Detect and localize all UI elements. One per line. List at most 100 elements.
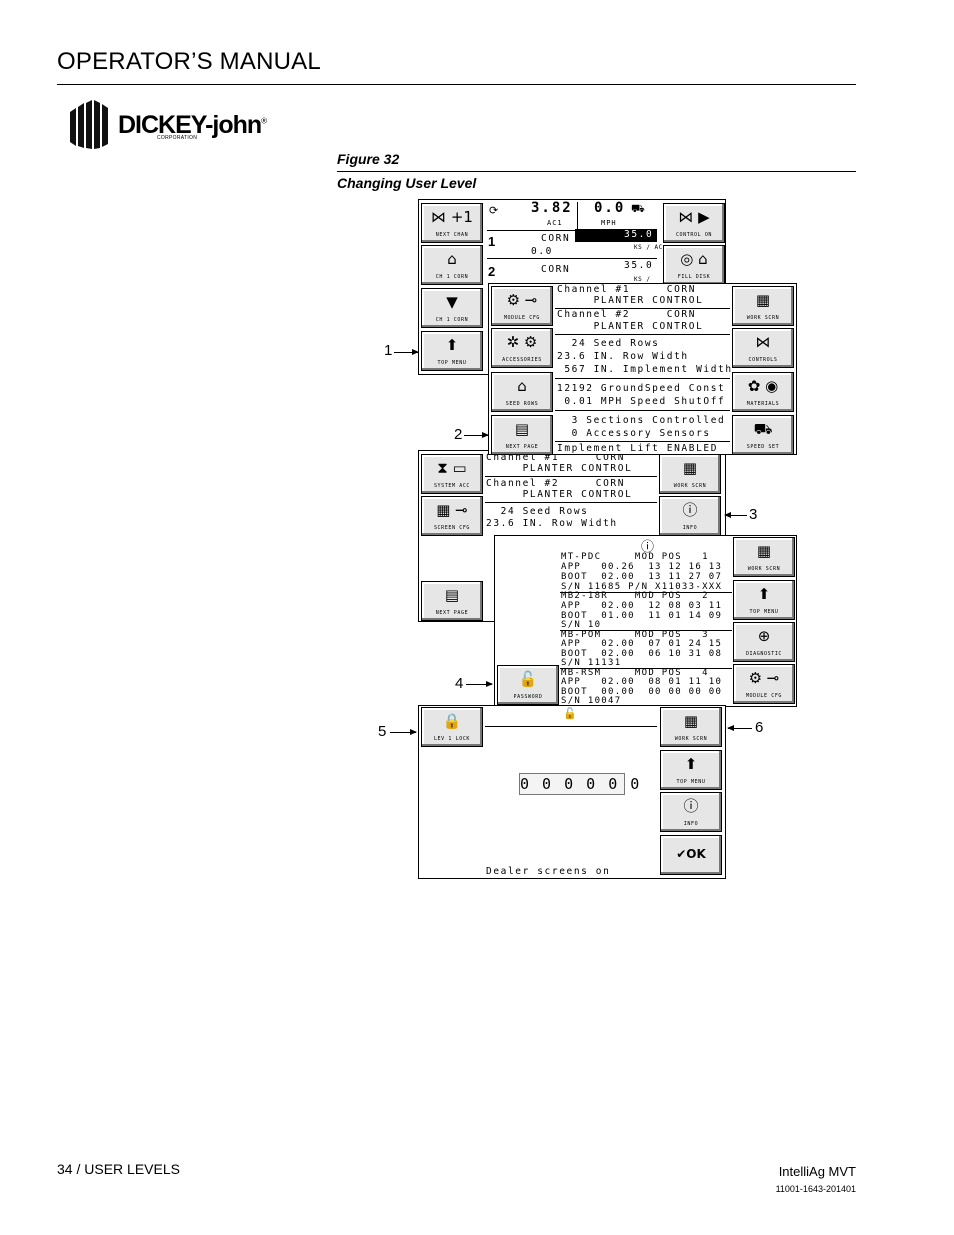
ok-button[interactable]: ✔OK — [660, 835, 722, 875]
status-text: Dealer screens on — [486, 866, 611, 877]
callout-arrow — [724, 512, 747, 518]
divider — [555, 308, 730, 309]
setup-line: Channel #2 CORN — [557, 309, 697, 320]
fill-disk-button[interactable]: ◎ ⌂FILL DISK — [663, 245, 725, 285]
module-line: S/N 10047 — [561, 696, 622, 706]
module-line: S/N 11685 P/N X11033-XXX — [561, 582, 723, 592]
ch1-corn-button[interactable]: ⌂CH 1 CORN — [421, 245, 483, 285]
divider — [485, 726, 657, 727]
seed-rows-button[interactable]: ⌂SEED ROWS — [491, 372, 553, 412]
work-scrn-button-2[interactable]: ▦WORK SCRN — [732, 286, 794, 326]
module-line: APP 00.26 13 12 16 13 — [561, 562, 723, 572]
module-line: MB-RSM MOD POS 4 — [561, 668, 709, 678]
module-line: APP 02.00 07 01 24 15 — [561, 639, 723, 649]
setup-line: PLANTER CONTROL — [486, 463, 633, 474]
manual-title: OPERATOR’S MANUAL — [57, 48, 321, 75]
screen-setup-page1: ⚙ ⊸MODULE CFG ✲ ⚙ACCESSORIES ⌂SEED ROWS … — [488, 283, 797, 455]
divider — [560, 592, 732, 593]
divider — [487, 230, 657, 231]
screen-module-info: ⓘ 🔓PASSWORD ▦WORK SCRN ⬆TOP MENU ⊕DIAGNO… — [494, 535, 797, 707]
rate-unit: AC1 — [547, 219, 563, 227]
logo-wordmark: DICKEY-john® — [118, 111, 267, 139]
password-button[interactable]: 🔓PASSWORD — [497, 665, 559, 705]
work-scrn-button-4[interactable]: ▦WORK SCRN — [660, 707, 722, 747]
ch2-name: CORN — [541, 264, 571, 275]
module-line: S/N 11131 — [561, 658, 622, 668]
footer-section: 34 / USER LEVELS — [57, 1161, 180, 1177]
callout-6: 6 — [755, 719, 764, 736]
speed-set-button[interactable]: ⛟SPEED SET — [732, 415, 794, 455]
callout-5: 5 — [378, 723, 387, 740]
setup-line: 3 Sections Controlled — [557, 415, 726, 426]
sync-icon: ⟳ — [489, 205, 499, 217]
callout-3: 3 — [749, 506, 758, 523]
password-field[interactable]: 0 0 0 0 0 0 — [519, 773, 642, 795]
divider — [577, 202, 578, 230]
divider — [555, 378, 730, 379]
setup-line: 12192 GroundSpeed Const — [557, 383, 726, 394]
materials-button[interactable]: ✿ ◉MATERIALS — [732, 372, 794, 412]
ch1-target-highlight — [575, 229, 657, 242]
callout-arrow — [394, 349, 419, 355]
system-acc-button[interactable]: ⧗ ▭SYSTEM ACC — [421, 454, 483, 494]
next-page-button[interactable]: ▤NEXT PAGE — [421, 581, 483, 621]
callout-arrow — [466, 681, 493, 687]
figure-rule — [337, 171, 856, 172]
screen-cfg-button[interactable]: ▦ ⊸SCREEN CFG — [421, 496, 483, 536]
module-line: BOOT 01.00 11 01 14 09 — [561, 611, 723, 621]
divider — [487, 258, 657, 259]
work-scrn-button[interactable]: ▦WORK SCRN — [659, 454, 721, 494]
speed-unit: MPH — [601, 219, 617, 227]
module-line: S/N 10 — [561, 620, 602, 630]
setup-line: 24 Seed Rows — [557, 338, 660, 349]
setup-line: PLANTER CONTROL — [557, 295, 704, 306]
speed-value: 0.0 — [594, 200, 626, 216]
control-on-button[interactable]: ⋈ ▶CONTROL ON — [663, 203, 725, 243]
divider — [555, 441, 730, 442]
accessories-button[interactable]: ✲ ⚙ACCESSORIES — [491, 328, 553, 368]
work-scrn-button-3[interactable]: ▦WORK SCRN — [733, 537, 795, 577]
module-cfg-button[interactable]: ⚙ ⊸MODULE CFG — [491, 286, 553, 326]
module-cfg-button-2[interactable]: ⚙ ⊸MODULE CFG — [733, 664, 795, 704]
footer-product: IntelliAg MVT — [778, 1164, 856, 1179]
ch2-unit: KS / — [634, 276, 651, 283]
ch1-number: 1 — [488, 234, 496, 249]
ch1-unit: KS / AC — [634, 244, 663, 251]
callout-1: 1 — [384, 342, 393, 359]
lev1-lock-button[interactable]: 🔒LEV 1 LOCK — [421, 707, 483, 747]
next-page-button-2[interactable]: ▤NEXT PAGE — [491, 415, 553, 455]
module-line: BOOT 00.00 00 00 00 00 — [561, 687, 723, 697]
diagnostic-button[interactable]: ⊕DIAGNOSTIC — [733, 622, 795, 662]
figure-caption: Changing User Level — [337, 175, 477, 191]
module-line: BOOT 02.00 06 10 31 08 — [561, 649, 723, 659]
top-menu-button[interactable]: ⬆TOP MENU — [421, 331, 483, 371]
top-menu-button-3[interactable]: ⬆TOP MENU — [660, 750, 722, 790]
tractor-icon: ⛟ — [631, 203, 645, 215]
setup-line: 567 IN. Implement Width — [557, 364, 733, 375]
ch2-target: 35.0 — [624, 260, 654, 271]
setup-line: 0.01 MPH Speed ShutOff — [557, 396, 726, 407]
module-list: MT-PDC MOD POS 1 APP 00.26 13 12 16 13 B… — [560, 552, 732, 706]
setup-line: PLANTER CONTROL — [557, 321, 704, 332]
divider — [555, 410, 730, 411]
controls-button[interactable]: ⋈CONTROLS — [732, 328, 794, 368]
divider — [560, 668, 732, 669]
setup-line: 0 Accessory Sensors — [557, 428, 711, 439]
rate-value: 3.82 — [531, 200, 573, 216]
setup-line: Implement Lift ENABLED — [557, 443, 719, 453]
setup-line: PLANTER CONTROL — [486, 489, 633, 500]
ch2-number: 2 — [488, 264, 496, 279]
ch1-name: CORN — [541, 233, 571, 244]
top-menu-button-2[interactable]: ⬆TOP MENU — [733, 580, 795, 620]
ch1-corn-button-2[interactable]: ▼CH 1 CORN — [421, 288, 483, 328]
module-line: APP 02.00 12 08 03 11 — [561, 601, 723, 611]
callout-arrow — [390, 729, 417, 735]
divider — [555, 334, 730, 335]
callout-arrow — [464, 432, 489, 438]
dickey-john-logo-mark — [70, 100, 108, 149]
setup-line: Channel #2 CORN — [486, 478, 626, 489]
logo-corporation: CORPORATION — [157, 135, 198, 141]
